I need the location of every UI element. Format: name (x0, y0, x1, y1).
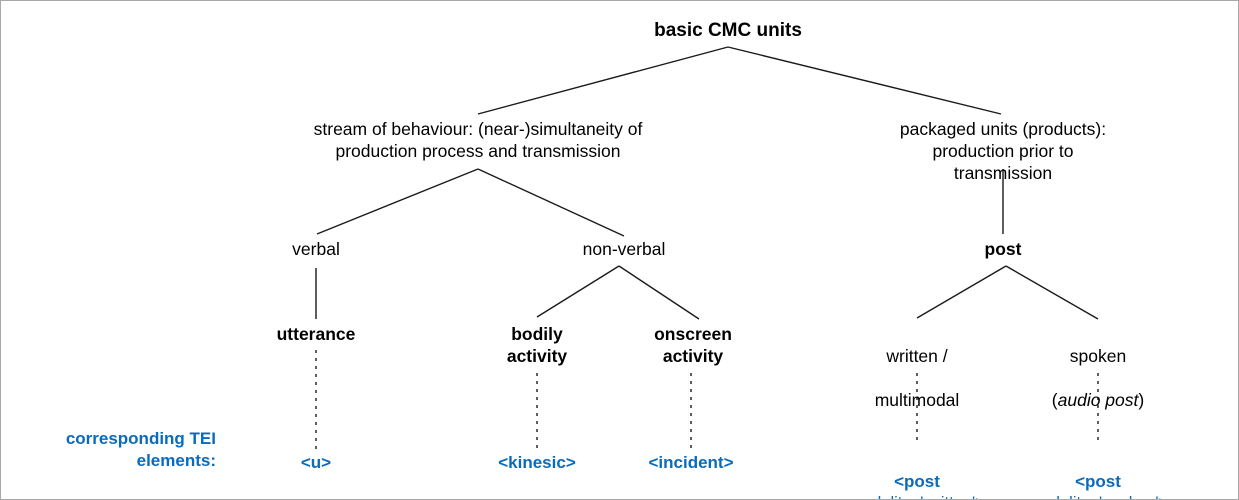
edge-root-to-packaged (727, 46, 1002, 115)
tei-element-post-written-attr: modality='written'> (849, 493, 985, 499)
tei-element-incident: <incident> (648, 453, 734, 472)
edge-nonverbal-to-onscreen (618, 265, 700, 320)
edge-nonverbal-to-bodily (536, 265, 620, 318)
node-written-multimodal-line1: written / (886, 346, 948, 367)
node-post: post (984, 239, 1022, 259)
node-verbal: verbal (292, 239, 340, 259)
node-spoken-audio-post-italic: audio post (1057, 390, 1139, 411)
tei-element-kinesic: <kinesic> (498, 453, 576, 472)
tei-element-post-spoken-attr: modality='spoken'> (1028, 493, 1168, 499)
node-bodily-activity: bodily activity (506, 324, 568, 367)
tei-caption-line1: corresponding TEI (65, 429, 216, 448)
tei-element-post-spoken-tag: <post (1075, 472, 1121, 492)
tei-element-post-written: <post modality='written'> (849, 450, 985, 499)
node-written-multimodal: written / multimodal (875, 323, 960, 411)
edge-post-to-spoken (1005, 265, 1099, 320)
edge-stream-to-nonverbal (477, 168, 625, 237)
tei-element-post-written-tag: <post (894, 472, 940, 492)
node-utterance: utterance (276, 324, 356, 344)
tei-caption: corresponding TEI elements: (11, 428, 216, 472)
node-written-multimodal-line2: multimodal (874, 390, 960, 411)
tei-element-post-spoken: <post modality='spoken'> (1028, 450, 1168, 499)
node-spoken-audio-post: spoken (audio post) (1052, 323, 1144, 411)
node-stream-of-behaviour: stream of behaviour: (near-)simultaneity… (313, 119, 643, 162)
edge-stream-to-verbal (316, 168, 479, 235)
node-spoken-paren-close: ) (1138, 390, 1145, 411)
node-spoken-line1: spoken (1069, 346, 1127, 367)
node-packaged-units: packaged units (products): production pr… (899, 119, 1107, 184)
node-spoken-paren-open: ( (1051, 390, 1058, 411)
edge-post-to-written (916, 265, 1007, 319)
node-basic-cmc-units: basic CMC units (654, 20, 802, 41)
edge-root-to-stream (477, 46, 729, 115)
node-non-verbal: non-verbal (582, 239, 666, 259)
node-onscreen-activity: onscreen activity (654, 324, 732, 367)
tei-caption-line2: elements: (136, 451, 216, 471)
tei-element-u: <u> (300, 453, 332, 472)
